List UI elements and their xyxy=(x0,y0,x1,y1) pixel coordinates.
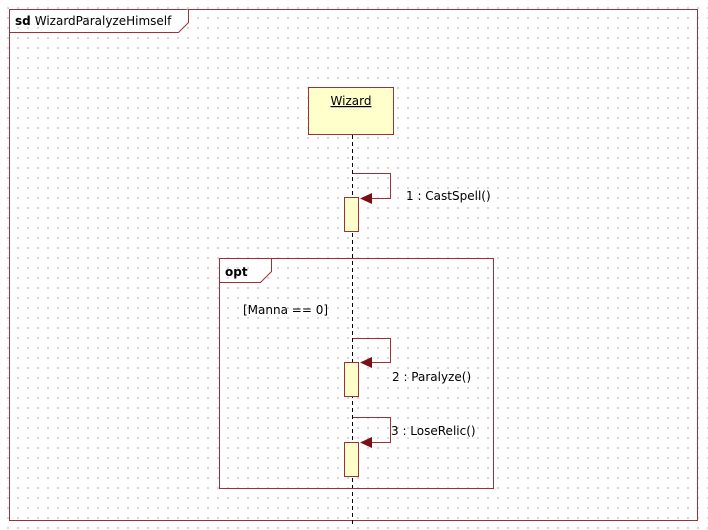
lifeline-head-wizard[interactable] xyxy=(308,87,394,135)
frame-border xyxy=(9,9,698,521)
frame-name: WizardParalyzeHimself xyxy=(35,14,172,28)
message-3-arrowhead xyxy=(360,437,372,448)
message-1-line[interactable] xyxy=(353,173,391,199)
activation-bar-2 xyxy=(344,362,359,397)
activation-bar-1 xyxy=(344,197,359,232)
frame-keyword: sd xyxy=(15,14,31,28)
message-2-arrowhead xyxy=(360,357,372,368)
opt-operator-tab xyxy=(219,258,272,283)
message-1-label: 1 : CastSpell() xyxy=(406,189,491,203)
frame-label-tab xyxy=(9,9,189,33)
message-2-line[interactable] xyxy=(353,338,391,363)
frame-title: sd WizardParalyzeHimself xyxy=(15,14,172,28)
message-3-line[interactable] xyxy=(353,417,391,443)
opt-operator: opt xyxy=(225,265,248,279)
opt-fragment[interactable] xyxy=(219,258,494,489)
message-3-label: 3 : LoseRelic() xyxy=(391,424,476,438)
opt-guard: [Manna == 0] xyxy=(243,303,328,317)
message-2-label: 2 : Paralyze() xyxy=(392,370,471,384)
activation-bar-3 xyxy=(344,442,359,477)
message-1-arrowhead xyxy=(360,193,372,204)
lifeline-name: Wizard xyxy=(331,94,372,108)
